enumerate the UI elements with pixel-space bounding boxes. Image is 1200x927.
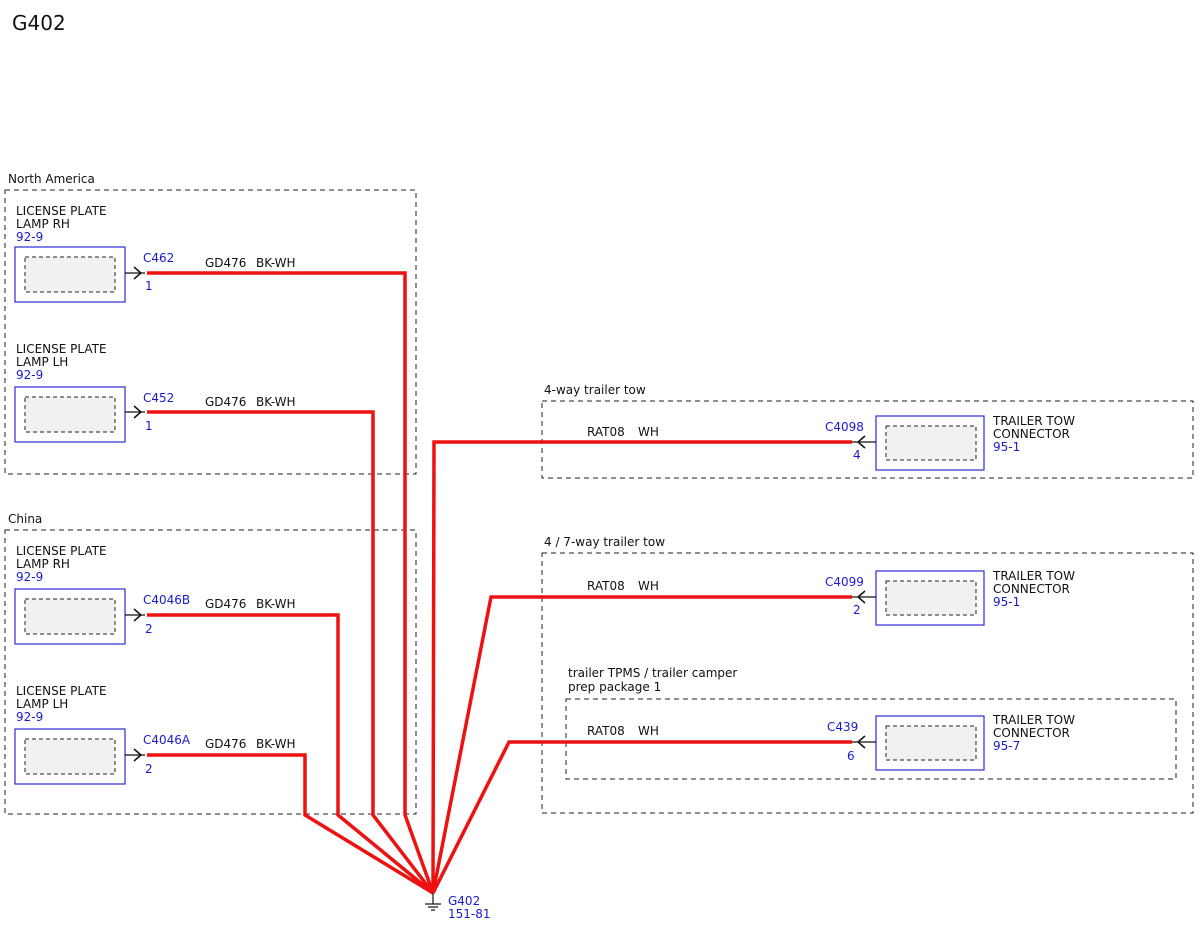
connector-id: C462 bbox=[143, 251, 174, 265]
component-tt4: C4098 4 TRAILER TOW CONNECTOR 95-1 RAT08… bbox=[587, 414, 1075, 471]
pin-arrow-icon bbox=[856, 435, 866, 449]
wire-na-rh bbox=[147, 271, 435, 894]
pin-number: 2 bbox=[145, 762, 153, 776]
pin-number: 2 bbox=[145, 622, 153, 636]
component-label: LAMP LH bbox=[16, 697, 68, 711]
component-na-lh: LICENSE PLATE LAMP LH 92-9 C452 1 GD476 … bbox=[14, 342, 296, 443]
component-ref: 95-1 bbox=[993, 595, 1020, 609]
ground-name: G402 bbox=[448, 894, 480, 908]
page-title: G402 bbox=[12, 11, 66, 35]
component-ref: 92-9 bbox=[16, 230, 43, 244]
pin-number: 1 bbox=[145, 419, 153, 433]
circuit-label: GD476 bbox=[205, 737, 246, 751]
circuit-label: RAT08 bbox=[587, 579, 625, 593]
wire-tt7 bbox=[431, 595, 852, 894]
component-ref: 92-9 bbox=[16, 368, 43, 382]
component-label: CONNECTOR bbox=[993, 726, 1070, 740]
group-label-tpms-2: prep package 1 bbox=[568, 680, 661, 694]
component-cn-lh: LICENSE PLATE LAMP LH 92-9 C4046A 2 GD47… bbox=[14, 684, 296, 785]
pin-arrow-icon bbox=[856, 735, 866, 749]
wire-na-lh bbox=[147, 410, 435, 895]
component-tt7: C4099 2 TRAILER TOW CONNECTOR 95-1 RAT08… bbox=[587, 569, 1075, 626]
wire-color-label: WH bbox=[638, 425, 659, 439]
pin-arrow-icon bbox=[133, 266, 143, 280]
component-ref: 92-9 bbox=[16, 570, 43, 584]
circuit-label: GD476 bbox=[205, 597, 246, 611]
wire-color-label: WH bbox=[638, 579, 659, 593]
pin-arrow-icon bbox=[133, 748, 143, 762]
connector-id: C439 bbox=[827, 720, 858, 734]
ground-ref: 151-81 bbox=[448, 907, 491, 921]
component-ref: 92-9 bbox=[16, 710, 43, 724]
component-ref: 95-1 bbox=[993, 440, 1020, 454]
component-label: TRAILER TOW bbox=[992, 569, 1075, 583]
ground-g402: G402 151-81 bbox=[425, 893, 491, 921]
group-label-china: China bbox=[8, 512, 42, 526]
wire-color-label: BK-WH bbox=[256, 256, 296, 270]
pin-arrow-icon bbox=[133, 608, 143, 622]
connector-inner bbox=[24, 598, 116, 635]
group-label-north-america: North America bbox=[8, 172, 95, 186]
circuit-label: GD476 bbox=[205, 256, 246, 270]
pin-number: 4 bbox=[853, 448, 861, 462]
component-label: LICENSE PLATE bbox=[16, 204, 107, 218]
circuit-label: RAT08 bbox=[587, 425, 625, 439]
component-cn-rh: LICENSE PLATE LAMP RH 92-9 C4046B 2 GD47… bbox=[14, 544, 296, 645]
wire-tt4 bbox=[431, 440, 852, 894]
wire-cn-lh bbox=[147, 753, 434, 895]
connector-inner bbox=[885, 580, 977, 616]
component-label: LICENSE PLATE bbox=[16, 342, 107, 356]
component-label: LAMP RH bbox=[16, 217, 70, 231]
connector-id: C4046A bbox=[143, 733, 191, 747]
group-north-america bbox=[4, 189, 417, 475]
component-na-rh: LICENSE PLATE LAMP RH 92-9 C462 1 GD476 … bbox=[14, 204, 296, 303]
wire-tpms bbox=[431, 740, 852, 894]
component-label: LICENSE PLATE bbox=[16, 684, 107, 698]
wire-color-label: BK-WH bbox=[256, 737, 296, 751]
circuit-label: RAT08 bbox=[587, 724, 625, 738]
component-label: LAMP RH bbox=[16, 557, 70, 571]
component-tpms: C439 6 TRAILER TOW CONNECTOR 95-7 RAT08 … bbox=[587, 713, 1075, 771]
connector-id: C4046B bbox=[143, 593, 190, 607]
connector-id: C4099 bbox=[825, 575, 864, 589]
component-label: TRAILER TOW bbox=[992, 713, 1075, 727]
group-tpms bbox=[565, 698, 1177, 780]
wire-color-label: BK-WH bbox=[256, 395, 296, 409]
component-label: LICENSE PLATE bbox=[16, 544, 107, 558]
connector-inner bbox=[885, 725, 977, 761]
group-label-tpms-1: trailer TPMS / trailer camper bbox=[568, 666, 737, 680]
component-label: CONNECTOR bbox=[993, 427, 1070, 441]
component-label: CONNECTOR bbox=[993, 582, 1070, 596]
connector-inner bbox=[24, 738, 116, 775]
connector-id: C452 bbox=[143, 391, 174, 405]
connector-inner bbox=[24, 396, 116, 433]
wire-cn-rh bbox=[147, 613, 435, 895]
group-label-four-way: 4-way trailer tow bbox=[544, 383, 646, 397]
circuit-label: GD476 bbox=[205, 395, 246, 409]
pin-number: 2 bbox=[853, 603, 861, 617]
component-ref: 95-7 bbox=[993, 739, 1020, 753]
group-seven-way bbox=[541, 552, 1194, 814]
pin-arrow-icon bbox=[133, 405, 143, 419]
group-four-way bbox=[541, 400, 1194, 479]
component-label: LAMP LH bbox=[16, 355, 68, 369]
component-label: TRAILER TOW bbox=[992, 414, 1075, 428]
group-china bbox=[4, 529, 417, 815]
pin-number: 6 bbox=[847, 749, 855, 763]
group-label-seven-way: 4 / 7-way trailer tow bbox=[544, 535, 665, 549]
connector-inner bbox=[24, 256, 116, 293]
wire-color-label: BK-WH bbox=[256, 597, 296, 611]
pin-number: 1 bbox=[145, 279, 153, 293]
pin-arrow-icon bbox=[856, 590, 866, 604]
wire-color-label: WH bbox=[638, 724, 659, 738]
connector-id: C4098 bbox=[825, 420, 864, 434]
connector-inner bbox=[885, 425, 977, 461]
